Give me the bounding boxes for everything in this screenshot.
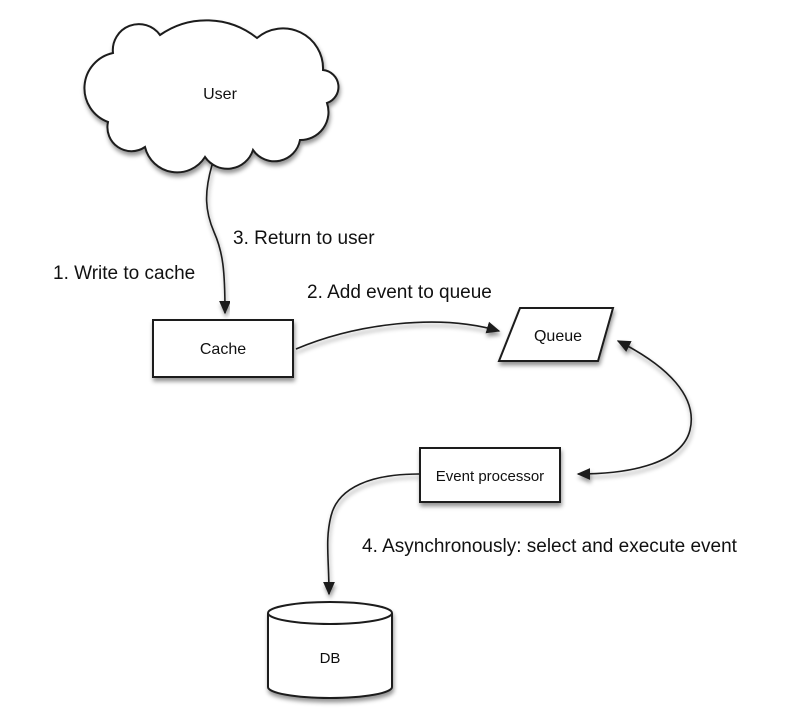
node-queue-label: Queue — [534, 328, 582, 345]
edge-queue-event-processor — [576, 340, 693, 480]
step-label-2: 2. Add event to queue — [307, 282, 492, 303]
node-db: DB — [267, 601, 393, 699]
node-queue: Queue — [497, 307, 615, 362]
edge-queue-event-processor-path — [576, 340, 693, 480]
node-user-label: User — [203, 86, 237, 103]
step-label-3: 3. Return to user — [233, 228, 375, 249]
node-event-processor-label: Event processor — [436, 468, 544, 485]
edge-event-processor-to-db-path — [323, 473, 420, 596]
edge-user-to-cache-path — [205, 164, 231, 315]
db-cylinder-top — [267, 601, 393, 625]
node-cache: Cache — [152, 319, 294, 378]
event-processor-rect-shape — [419, 447, 561, 503]
edge-event-processor-to-db — [323, 473, 420, 596]
edge-cache-to-queue — [295, 321, 501, 350]
node-user: User — [83, 19, 340, 174]
user-cloud-shape — [83, 19, 340, 174]
node-cache-label: Cache — [200, 341, 246, 358]
queue-parallelogram-shape — [497, 307, 615, 362]
node-event-processor: Event processor — [419, 447, 561, 503]
cache-rect-shape — [152, 319, 294, 378]
step-label-1: 1. Write to cache — [53, 263, 195, 284]
node-db-label: DB — [320, 650, 341, 667]
step-label-4: 4. Asynchronously: select and execute ev… — [362, 536, 738, 557]
edge-user-to-cache — [205, 164, 231, 315]
db-cylinder-body — [267, 613, 393, 699]
edge-cache-to-queue-path — [295, 321, 501, 350]
